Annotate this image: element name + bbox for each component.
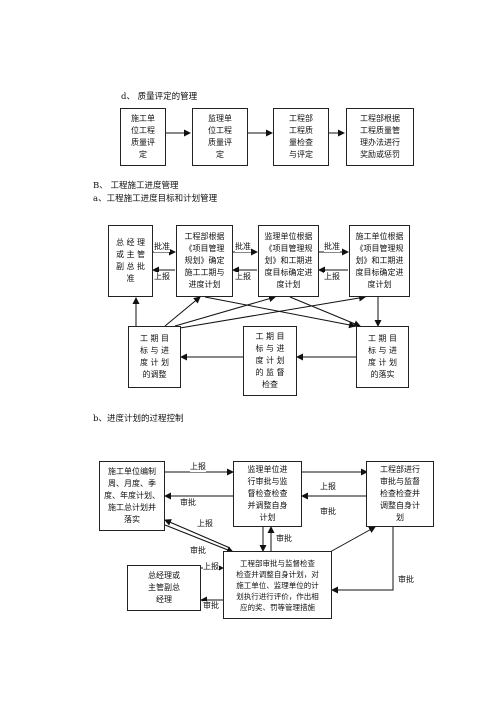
contractor-plan-box: 施工单位编制 周、月度、季 度、年度计划、 施工总计划并 落实 bbox=[99, 461, 165, 531]
label-report-2: 上报 bbox=[235, 272, 251, 282]
label-report-1: 上报 bbox=[154, 272, 170, 282]
supervisor-schedule-box: 监理单位根据 《项目管理规 划》和工期进 度目标确定进 度计划 bbox=[258, 225, 319, 297]
label-report-3: 上报 bbox=[324, 272, 340, 282]
contractor-schedule-box: 施工单位根据 《项目管理规 划》和工期进 度目标确定进 度计划 bbox=[349, 225, 410, 297]
label-b2-review-5: 审批 bbox=[398, 575, 414, 585]
label-b2-report-3: 上报 bbox=[197, 519, 213, 529]
label-b2-review-2: 审批 bbox=[320, 507, 336, 517]
schedule-supervise-box: 工 期 目 标 与 进 度 计 划 的 监 督 检查 bbox=[243, 326, 297, 396]
label-approve-3: 批准 bbox=[324, 242, 340, 252]
eng-evaluation-box: 工程部审批与监督检查 检查并调整自身计划，对 施工单位、监理单位的计 划执行进行… bbox=[223, 551, 332, 619]
label-b2-report-4: 上报 bbox=[203, 562, 219, 572]
arrow-supervisor-to-implement bbox=[289, 296, 361, 327]
label-b2-review-4: 审批 bbox=[276, 534, 292, 544]
contractor-quality-box: 施工单 位工程 质量评 定 bbox=[120, 108, 166, 166]
schedule-adjust-box: 工 期 目 标 与 进 度 计 划 的调整 bbox=[128, 326, 181, 388]
arrow-eng-to-implement bbox=[204, 296, 356, 329]
arrow-adjust-to-contractor bbox=[179, 294, 366, 329]
section-b-heading: B、 工程施工进度管理 bbox=[93, 181, 179, 191]
eng-schedule-box: 工程部根据 《项目管理 规划》确定 施工工期与 进度计划 bbox=[176, 225, 233, 297]
eng-review-box: 工程部进行 审批与监督 检查检查并 调整自身计 划 bbox=[366, 461, 434, 527]
label-b2-report-2: 上报 bbox=[320, 482, 336, 492]
label-b2-review-1: 审批 bbox=[180, 498, 196, 508]
label-b2-report-1: 上报 bbox=[190, 462, 206, 472]
arrow-center-to-contractor bbox=[164, 519, 231, 549]
manager-approval-box: 总 经 理 或 主 管 副 总 批 准 bbox=[108, 225, 153, 297]
label-approve-2: 批准 bbox=[235, 242, 251, 252]
section-d-heading: d、 质量评定的管理 bbox=[121, 92, 198, 102]
label-b2-review-3: 审批 bbox=[190, 546, 206, 556]
supervisor-quality-box: 监理单 位工程 质量评 定 bbox=[192, 108, 248, 166]
reward-penalty-box: 工程部根据 工程质量管 理办法进行 奖励或惩罚 bbox=[346, 108, 414, 166]
schedule-implement-box: 工 期 目 标 与 进 度 计 划 的落实 bbox=[356, 326, 409, 388]
arrow-eng-to-center bbox=[331, 527, 394, 594]
label-b2-review-6: 审批 bbox=[203, 601, 219, 611]
supervisor-review-box: 监理单位进 行审批与监 督检查检查 并调整自身 计划 bbox=[233, 461, 302, 527]
section-b-subheading: a、工程施工进度目标和计划管理 bbox=[93, 194, 218, 204]
arrow-adjust-to-eng bbox=[164, 296, 201, 327]
arrow-contractor-to-center bbox=[164, 524, 234, 554]
manager-box: 总经理或 主管副总 经理 bbox=[127, 565, 201, 611]
arrow-adjust-to-supervisor bbox=[174, 295, 276, 327]
arrow-center-to-eng bbox=[329, 526, 376, 553]
label-approve-1: 批准 bbox=[154, 242, 170, 252]
eng-quality-check-box: 工程部 工程质 量检查 与评定 bbox=[273, 108, 329, 166]
section-b2-heading: b、进度计划的过程控制 bbox=[93, 414, 184, 424]
